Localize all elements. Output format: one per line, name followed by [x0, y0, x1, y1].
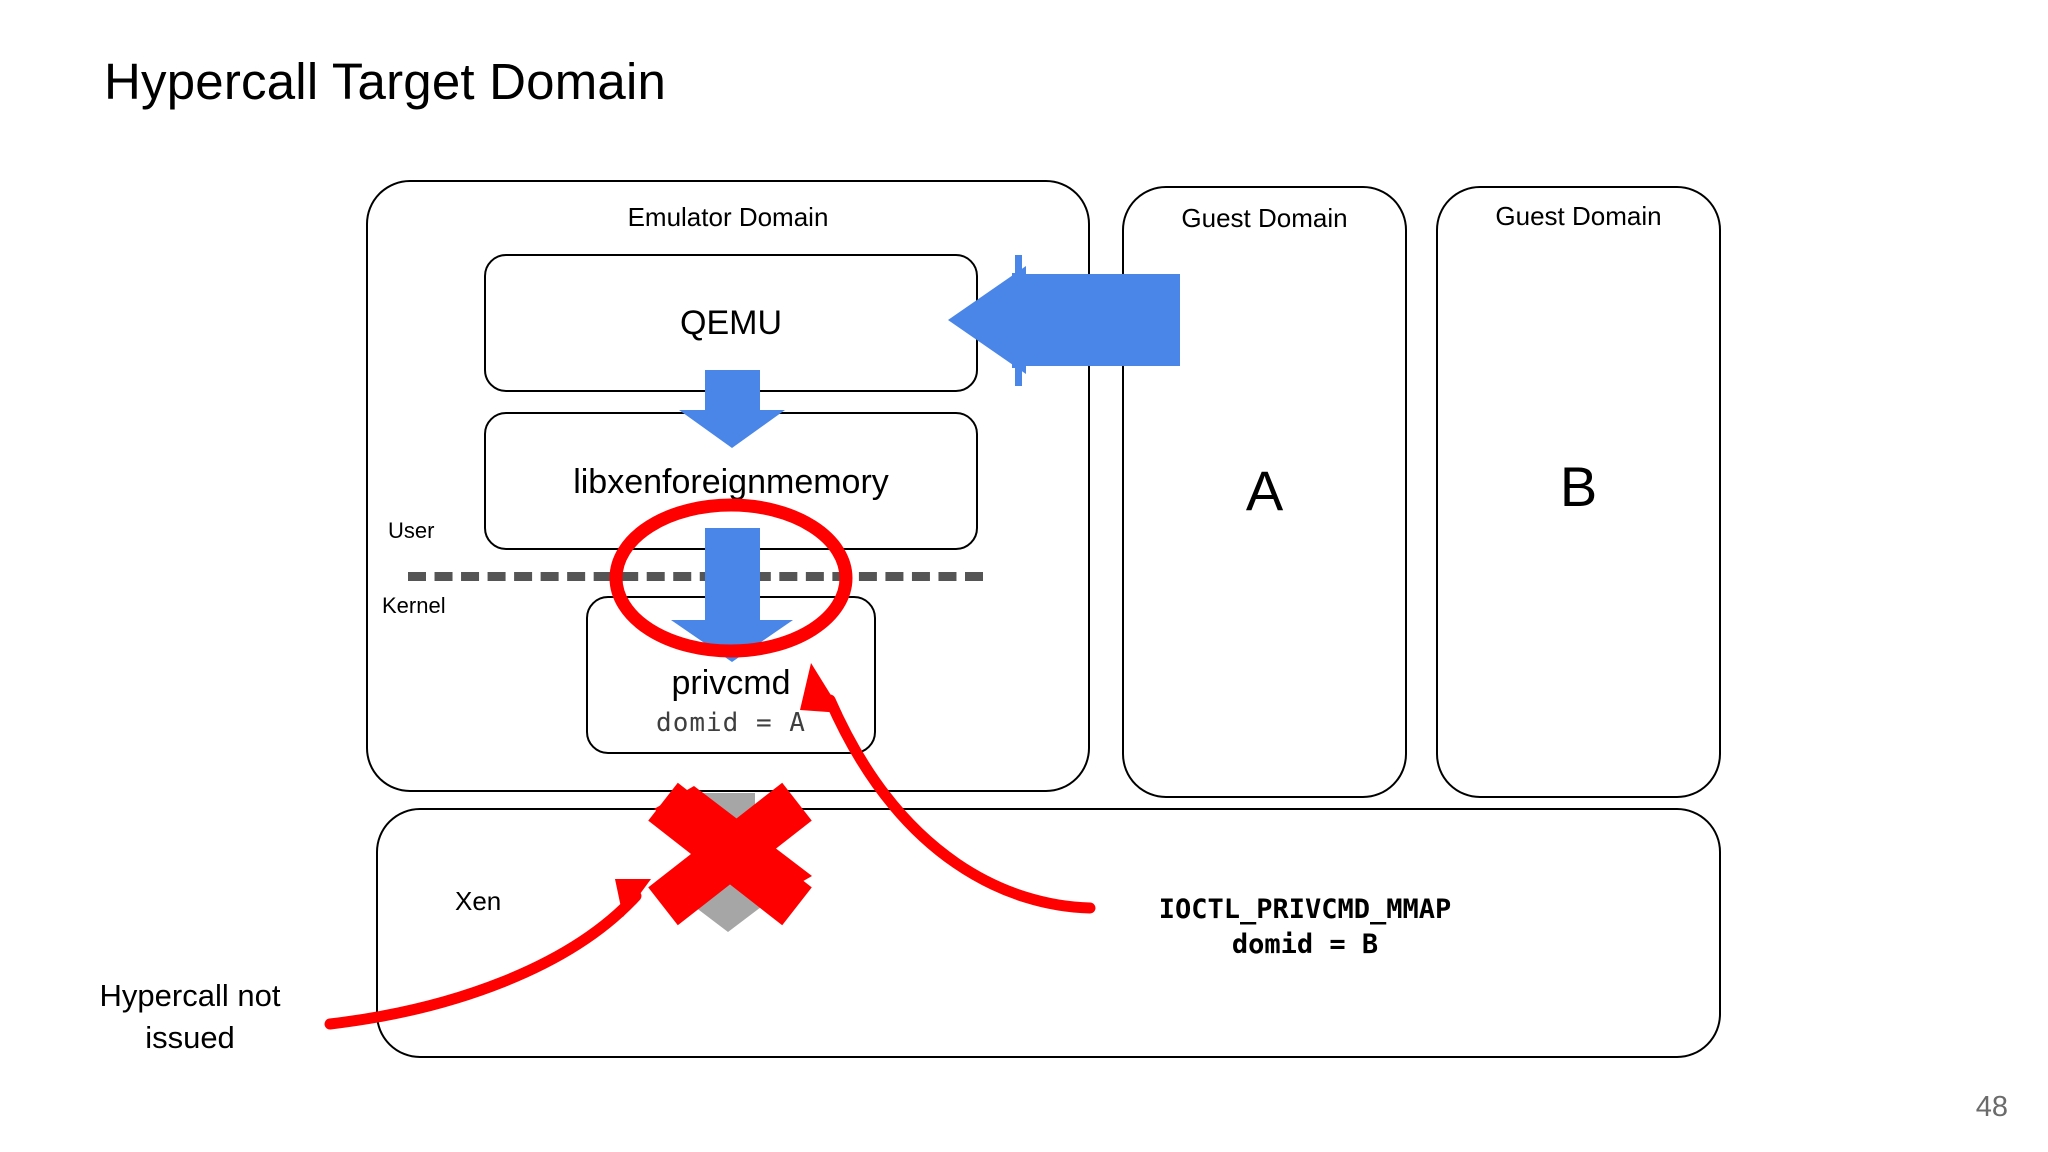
guest-domain-a-letter: A — [1245, 459, 1284, 522]
emulator-domain-title: Emulator Domain — [627, 202, 829, 232]
kernel-space-label: Kernel — [382, 593, 446, 618]
ioctl-annotation-line1: IOCTL_PRIVCMD_MMAP — [1158, 894, 1452, 925]
guest-domain-a-title: Guest Domain — [1181, 203, 1348, 233]
qemu-label: QEMU — [680, 304, 782, 342]
guest-domain-b-title: Guest Domain — [1495, 201, 1662, 231]
page-number: 48 — [1975, 1091, 2008, 1123]
user-space-label: User — [388, 518, 435, 543]
guest-domain-b-letter: B — [1559, 455, 1598, 518]
qemu-box — [484, 254, 978, 392]
privcmd-domid-label: domid = A — [656, 708, 806, 738]
libxenforeignmemory-label: libxenforeignmemory — [573, 463, 889, 501]
xen-label: Xen — [455, 886, 502, 916]
hypercall-not-issued-note: Hypercall not issued — [99, 978, 281, 1055]
page-title: Hypercall Target Domain — [104, 53, 667, 110]
ioctl-annotation-line2: domid = B — [1231, 929, 1379, 960]
privcmd-label: privcmd — [671, 664, 791, 702]
user-kernel-divider — [408, 572, 983, 581]
guest-domain-b-box — [1436, 186, 1721, 798]
